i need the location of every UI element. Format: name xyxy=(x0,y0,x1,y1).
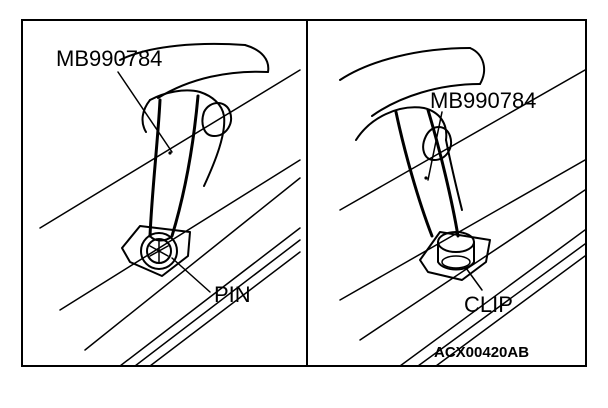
right-tool-mb990784 xyxy=(394,108,460,238)
leader-left-tool xyxy=(117,71,173,153)
right-part-label: CLIP xyxy=(464,292,513,317)
left-tool-label: MB990784 xyxy=(56,46,162,71)
left-tool-mb990784 xyxy=(148,94,200,242)
panel-surface-lines-right xyxy=(339,69,585,365)
leader-right-tool xyxy=(427,111,443,181)
right-arm xyxy=(339,47,486,117)
figure-frame xyxy=(21,19,587,367)
right-hand xyxy=(355,106,463,211)
leader-left-pin xyxy=(171,257,211,293)
leader-right-clip xyxy=(465,267,483,291)
panel-surface-lines xyxy=(39,69,301,365)
left-part-label: PIN xyxy=(214,282,251,307)
right-panel: MB990784 CLIP xyxy=(339,47,585,365)
figure-code: ACX00420AB xyxy=(434,344,529,361)
left-panel: MB990784 PIN xyxy=(39,42,301,365)
left-pin xyxy=(121,225,191,277)
right-tool-label: MB990784 xyxy=(430,88,536,113)
left-hand xyxy=(141,89,232,187)
right-clip xyxy=(419,231,491,281)
